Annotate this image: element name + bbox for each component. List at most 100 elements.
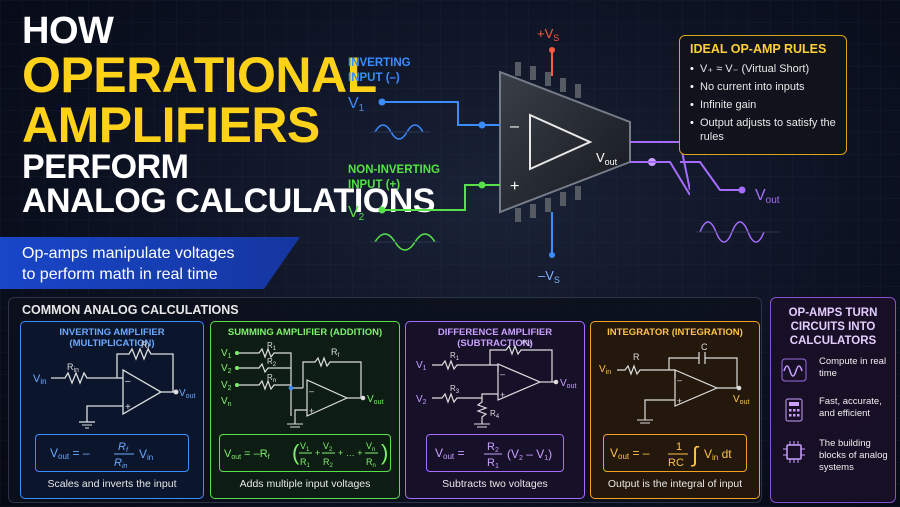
card-integrator: INTEGRATOR (INTEGRATION) Vin R C –+ Vout… (590, 321, 760, 499)
v2-label: V2 (348, 204, 365, 223)
svg-text:R: R (633, 352, 640, 362)
svg-text:C: C (701, 342, 708, 352)
svg-text:Vin dt: Vin dt (704, 447, 732, 462)
title-line-how: HOW (22, 10, 114, 52)
svg-text:Vout: Vout (560, 378, 576, 390)
inverting-label-1: INVERTING (348, 57, 411, 69)
svg-text:Vout: Vout (179, 388, 195, 400)
svg-text:R1: R1 (487, 457, 499, 469)
svg-text:Rin: Rin (114, 457, 128, 469)
opamp-triangle-symbol (529, 113, 593, 171)
noninverting-label-1: NON-INVERTING (348, 164, 440, 176)
plus-vs-label: +VS (537, 26, 559, 43)
side-item-compute: Compute in real time (779, 356, 891, 392)
svg-text:–: – (677, 375, 682, 385)
rules-list: V₊ ≈ V₋ (Virtual Short) No current into … (680, 62, 846, 144)
inverting-circuit: Vin Rin Rf –+ Vout (33, 340, 195, 429)
svg-text:R2: R2 (522, 340, 532, 348)
banner-line-1: Op-amps manipulate voltages (22, 245, 235, 262)
svg-text:Rn: Rn (366, 457, 376, 469)
svg-text:–: – (125, 376, 131, 387)
svg-text:R1: R1 (300, 457, 311, 469)
svg-text:Vn: Vn (366, 441, 375, 453)
svg-text:V1: V1 (300, 441, 310, 453)
inverting-equation: Vout = – Rf Rin Vin (35, 434, 189, 472)
svg-text:V2: V2 (416, 394, 427, 406)
svg-text:+ … +: + … + (338, 448, 363, 458)
side-item-label: The building blocks of analog systems (819, 438, 888, 473)
svg-text:∫: ∫ (690, 442, 700, 467)
noninverting-label-2: INPUT (+) (348, 179, 400, 191)
svg-text:V1: V1 (221, 348, 232, 360)
card-summing-amplifier: SUMMING AMPLIFIER (ADDITION) V1 V2 V2 Vn… (210, 321, 400, 499)
output-section: Vout (680, 161, 780, 243)
card-title: SUMMING AMPLIFIER (ADDITION) (227, 327, 383, 338)
side-panel: OP-AMPS TURN CIRCUITS INTO CALCULATORS C… (770, 297, 896, 503)
integrator-formula: Vout = – 1 RC ∫ Vin dt (610, 441, 732, 469)
minus-sign: – (510, 118, 519, 135)
rule-item: Output adjusts to satisfy the rules (690, 116, 846, 144)
svg-text:+: + (500, 390, 505, 400)
title-line-perform: PERFORM (22, 148, 189, 186)
chip-pins (515, 62, 581, 222)
card-description: Output is the integral of input (607, 478, 743, 490)
noninverting-wave (374, 233, 436, 251)
svg-text:Rf: Rf (141, 340, 150, 352)
svg-text:–: – (309, 386, 314, 396)
inverting-wave (374, 124, 424, 140)
svg-text:Rf: Rf (118, 441, 129, 454)
card-difference-amplifier: DIFFERENCE AMPLIFIER (SUBTRACTION) V1 V2… (405, 321, 585, 499)
plus-sign: + (510, 178, 519, 195)
svg-text:Rf: Rf (331, 347, 340, 359)
svg-text:R2: R2 (267, 357, 277, 368)
difference-equation: Vout = R2 R1 (V2 – V1) (426, 434, 564, 472)
svg-text:Rn: Rn (267, 373, 276, 384)
svg-text:(: ( (292, 440, 300, 465)
rule-item: V₊ ≈ V₋ (Virtual Short) (690, 62, 846, 76)
card-title: INVERTING AMPLIFIER (MULTIPLICATION) (59, 327, 165, 349)
section-title: COMMON ANALOG CALCULATIONS (22, 303, 239, 317)
integrator-circuit: Vin R C –+ Vout (599, 342, 749, 424)
svg-text:V2: V2 (221, 363, 232, 375)
svg-text:Vin: Vin (139, 447, 153, 462)
side-item-label: Fast, accurate, and efficient (819, 396, 882, 419)
svg-text:Rin: Rin (67, 362, 79, 374)
svg-text:+: + (309, 406, 314, 416)
svg-text:Vout =: Vout = (435, 446, 464, 461)
side-item-fast: Fast, accurate, and efficient (779, 396, 891, 432)
svg-text:V2: V2 (221, 380, 232, 392)
svg-text:Vout = –: Vout = – (50, 446, 90, 461)
difference-circuit: V1 V2 –+ R1 R2 R3 R4 Vout (416, 340, 576, 428)
side-item-building-blocks: The building blocks of analog systems (779, 438, 891, 474)
v1-label: V1 (348, 95, 365, 114)
svg-text:Vin: Vin (599, 364, 611, 376)
svg-text:Vout = –Rf: Vout = –Rf (224, 448, 270, 461)
svg-text:(V2 – V1): (V2 – V1) (507, 447, 552, 462)
opamp-diagram: – + Vout +VS –VS INVERTING INPUT (–) V1 … (348, 26, 690, 285)
rule-item: Infinite gain (690, 98, 846, 112)
side-title: OP-AMPS TURN CIRCUITS INTO CALCULATORS (788, 307, 878, 347)
svg-text:V1: V1 (416, 360, 427, 372)
svg-text:R2: R2 (323, 457, 334, 469)
title-line-operational: OPERATIONAL (22, 47, 377, 103)
svg-text:Vout = –: Vout = – (610, 446, 650, 461)
svg-text:Vin: Vin (33, 373, 47, 386)
card-title: DIFFERENCE AMPLIFIER (SUBTRACTION) (437, 327, 553, 349)
title-line-analog: ANALOG CALCULATIONS (22, 182, 435, 220)
svg-text:R2: R2 (487, 441, 499, 454)
title-line-amplifiers: AMPLIFIERS (22, 97, 320, 153)
svg-text:–: – (500, 369, 505, 379)
card-inverting-amplifier: INVERTING AMPLIFIER (MULTIPLICATION) Vin… (20, 321, 204, 499)
chip-icon (783, 441, 805, 463)
ideal-rules-box: IDEAL OP-AMP RULES V₊ ≈ V₋ (Virtual Shor… (679, 35, 847, 155)
card-description: Scales and inverts the input (47, 478, 177, 490)
subtitle-banner: Op-amps manipulate voltages to perform m… (0, 237, 300, 289)
card-description: Subtracts two voltages (442, 478, 548, 490)
rules-title: IDEAL OP-AMP RULES (690, 42, 827, 56)
rule-item: No current into inputs (690, 80, 846, 94)
card-title: INTEGRATOR (INTEGRATION) (607, 327, 743, 338)
svg-text:Vout: Vout (367, 394, 383, 406)
waveform-icon (781, 358, 807, 382)
svg-text:+: + (315, 448, 320, 458)
